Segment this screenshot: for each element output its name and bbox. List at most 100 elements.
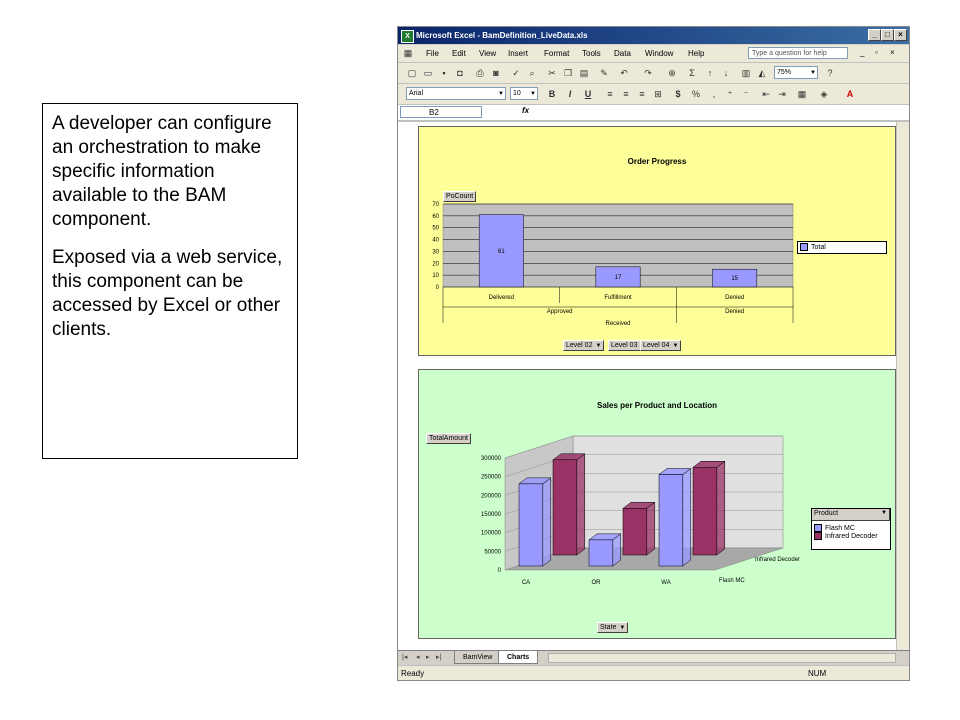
ask-question-input[interactable]: Type a question for help [748,47,848,59]
tab-bamview[interactable]: BamView [454,651,502,664]
chevron-down-icon: ▼ [881,510,887,516]
title-bar: X Microsoft Excel - BamDefinition_LiveDa… [398,27,909,44]
group-label: Denied [725,309,744,315]
redo-icon[interactable]: ↷ [644,68,652,78]
merge-center-icon[interactable]: ⊞ [654,89,662,99]
align-right-icon[interactable]: ≡ [639,89,645,99]
insert-function-icon[interactable]: fx [522,106,530,115]
doc-restore-icon[interactable]: ▫ [875,48,878,57]
formula-bar: B2 fx [398,105,909,121]
font-color-icon[interactable]: A [846,89,854,99]
category-label: Denied [725,295,744,301]
status-text: Ready [401,669,425,678]
depth-label: Flash MC [719,578,745,584]
borders-icon[interactable]: ▦ [797,89,807,99]
align-center-icon[interactable]: ≡ [623,89,629,99]
format-painter-icon[interactable]: ✎ [600,68,608,78]
maximize-button[interactable]: □ [881,29,894,41]
excel-icon: X [401,30,414,43]
zoom-value: 75% [777,69,792,76]
chevron-down-icon: ▼ [810,70,816,76]
y-tick-label: 150000 [481,512,502,518]
comma-style-icon[interactable]: , [712,89,716,99]
research-icon[interactable]: ⌕ [529,68,535,78]
chart-title: Sales per Product and Location [596,401,718,410]
currency-button[interactable]: $ [675,89,681,99]
parent-group-label: Received [605,321,630,327]
chart-wizard-icon[interactable]: ▥ [741,68,751,78]
help-icon[interactable]: ? [827,68,833,78]
legend-item-flash-mc: Flash MC [812,524,890,532]
menu-view[interactable]: View [479,49,497,58]
zoom-select[interactable]: 75% ▼ [774,66,818,79]
drawing-icon[interactable]: ◭ [758,68,766,78]
font-size-select[interactable]: 10▼ [510,87,538,100]
underline-button[interactable]: U [584,89,592,99]
menu-data[interactable]: Data [614,49,631,58]
legend-item-infrared-decoder: Infrared Decoder [812,532,890,540]
menu-window[interactable]: Window [645,49,674,58]
increase-indent-icon[interactable]: ⇥ [778,89,786,99]
print-preview-icon[interactable]: ◙ [493,68,499,78]
align-left-icon[interactable]: ≡ [607,89,613,99]
increase-decimal-icon[interactable]: ⁺ [727,89,733,99]
print-icon[interactable]: ⎙ [476,68,484,78]
spelling-icon[interactable]: ✓ [512,68,520,78]
bar [588,539,614,567]
fill-color-icon[interactable]: ◈ [820,89,828,99]
doc-minimize-icon[interactable]: _ [860,48,865,57]
state-field-button[interactable]: State▼ [597,622,629,633]
cut-icon[interactable]: ✂ [548,68,556,78]
name-box[interactable]: B2 [400,106,482,118]
document-icon[interactable]: ▦ [403,48,413,58]
menu-format[interactable]: Format [544,49,570,58]
percent-button[interactable]: % [691,89,700,99]
menu-bar: ▦ File Edit View Insert Format Tools Dat… [398,45,909,63]
doc-close-icon[interactable]: × [890,48,895,57]
legend-swatch [800,243,808,252]
bar [622,508,648,556]
product-field-label: Product [814,510,839,517]
menu-insert[interactable]: Insert [508,49,529,58]
copy-icon[interactable]: ❐ [563,68,573,78]
pocount-field-button[interactable]: PoCount [443,191,477,202]
font-name-select[interactable]: Arial▼ [406,87,506,100]
prev-sheet-icon[interactable]: ◂ [416,654,420,661]
save-icon[interactable]: ▪ [442,68,446,78]
totalamount-field-button[interactable]: TotalAmount [426,433,471,444]
decrease-decimal-icon[interactable]: ⁻ [743,89,749,99]
level-04-label: Level 04 [643,342,670,349]
paste-icon[interactable]: ▤ [579,68,589,78]
tab-charts[interactable]: Charts [498,651,539,664]
next-sheet-icon[interactable]: ▸ [426,654,430,661]
vertical-scrollbar[interactable] [896,122,909,650]
first-sheet-icon[interactable]: |◂ [402,654,408,661]
depth-label: Infrared Decoder [755,557,800,563]
level-02-field-button[interactable]: Level 02▼ [563,340,605,351]
num-lock-indicator: NUM [808,669,827,678]
hyperlink-icon[interactable]: ⊕ [668,68,676,78]
italic-button[interactable]: I [568,89,572,99]
decrease-indent-icon[interactable]: ⇤ [762,89,770,99]
bar-side [576,453,586,556]
bold-button[interactable]: B [548,89,556,99]
menu-tools[interactable]: Tools [582,49,601,58]
bar [658,474,684,567]
menu-help[interactable]: Help [688,49,705,58]
last-sheet-icon[interactable]: ▸| [436,654,442,661]
minimize-button[interactable]: _ [868,29,881,41]
sort-descending-icon[interactable]: ↓ [723,68,729,78]
sort-ascending-icon[interactable]: ↑ [707,68,713,78]
undo-icon[interactable]: ↶ [620,68,628,78]
menu-file[interactable]: File [426,49,439,58]
new-icon[interactable]: ▢ [407,68,417,78]
menu-edit[interactable]: Edit [452,49,466,58]
horizontal-scrollbar[interactable] [548,653,896,663]
autosum-icon[interactable]: Σ [689,68,695,78]
permission-icon[interactable]: ◘ [457,68,463,78]
level-04-field-button[interactable]: Level 04▼ [640,340,682,351]
product-field-button[interactable]: Product ▼ [812,509,890,521]
open-icon[interactable]: ▭ [423,68,433,78]
close-button[interactable]: × [894,29,907,41]
